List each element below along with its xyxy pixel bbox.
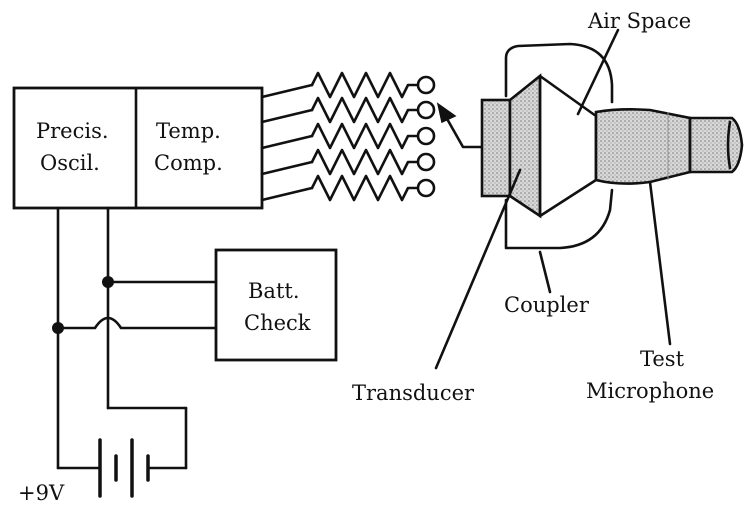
air-space-cavity — [538, 74, 598, 218]
test-microphone-label-line2: Microphone — [586, 379, 714, 403]
air-space-label: Air Space — [587, 9, 691, 33]
terminal-4 — [416, 152, 436, 172]
transducer-label: Transducer — [352, 381, 475, 405]
terminal-2 — [416, 100, 436, 120]
test-microphone — [594, 108, 744, 185]
junction-lower — [52, 322, 64, 334]
coupler-leader — [538, 250, 552, 294]
transducer-leader — [434, 168, 522, 370]
test-microphone-label-line1: Test — [640, 347, 685, 371]
resistor-network — [260, 71, 436, 202]
main-block-outline — [12, 86, 264, 210]
battery-check-outline — [214, 248, 338, 362]
precision-oscillator-label-line2: Oscil. — [40, 151, 100, 175]
battery-symbol — [98, 438, 150, 498]
test-microphone-leader — [648, 180, 672, 346]
precision-oscillator-label-line1: Precis. — [36, 119, 109, 143]
battery-voltage-label: +9V — [18, 481, 65, 505]
battery-check-label-line2: Check — [244, 311, 311, 335]
terminal-1 — [416, 75, 436, 95]
terminal-5 — [416, 178, 436, 198]
selector-arrow — [436, 102, 484, 149]
air-space-leader — [576, 28, 620, 116]
temp-comp-label-line2: Comp. — [154, 151, 223, 175]
battery-check-block: Batt. Check — [214, 248, 338, 362]
temp-comp-label-line1: Temp. — [156, 119, 221, 143]
coupler-label: Coupler — [504, 293, 590, 317]
terminal-3 — [416, 126, 436, 146]
coupler-outline — [504, 42, 614, 104]
oscillator-temp-comp-block: Precis. Oscil. Temp. Comp. — [12, 86, 264, 210]
battery-check-label-line1: Batt. — [248, 279, 300, 303]
transducer — [480, 73, 542, 219]
junction-upper — [102, 276, 114, 288]
supply-wiring — [52, 206, 218, 470]
